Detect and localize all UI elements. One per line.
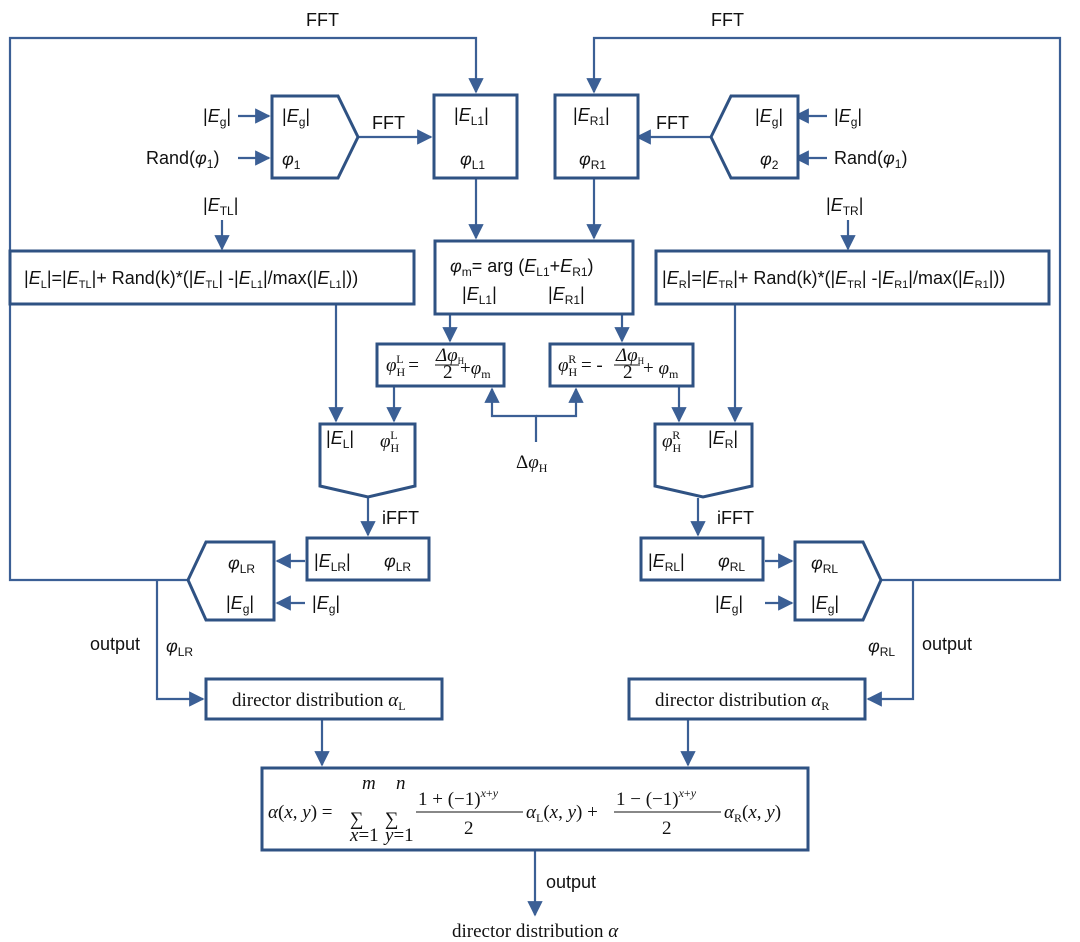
elr-box (305, 536, 431, 582)
output-right (866, 580, 915, 707)
svg-text:|Eg|: |Eg| (282, 106, 310, 129)
svg-text:|Eg|: |Eg| (203, 106, 231, 129)
svg-text:2: 2 (662, 818, 672, 839)
rand-k-left: Rand(k) (112, 268, 176, 288)
right-combine-block (653, 422, 754, 499)
alpha-sum-box (260, 766, 810, 852)
rl-output-block (793, 540, 883, 622)
svg-text:m: m (362, 773, 376, 794)
director-left-box (204, 677, 444, 721)
fft-label-right: FFT (656, 113, 689, 133)
svg-text:φHR: φHR (662, 428, 682, 455)
output-label-final: output (546, 872, 596, 892)
svg-text:|Eg|: |Eg| (834, 106, 862, 129)
left-merge-block (270, 94, 360, 180)
output-left (155, 580, 205, 707)
svg-text:director distribution α: director distribution α (452, 921, 619, 942)
svg-text:αL(x, y) +: αL(x, y) + (526, 802, 598, 825)
feedback-loop-right (586, 36, 1062, 582)
el-update-box (8, 249, 416, 306)
svg-text:director distribution αL: director distribution αL (232, 690, 406, 713)
el1-box (432, 93, 519, 180)
svg-text:φHR = -: φHR = - (558, 352, 603, 379)
svg-text:2: 2 (464, 818, 474, 839)
left-combine-block (318, 422, 417, 499)
svg-text:2: 2 (443, 362, 453, 383)
ifft-label-left: iFFT (382, 508, 419, 528)
svg-text:∑: ∑ (385, 809, 399, 830)
erl-box (639, 536, 765, 582)
lr-output-block (186, 540, 276, 622)
svg-text:|ER|: |ER| (708, 428, 738, 451)
svg-text:ΔφH: ΔφH (615, 345, 645, 366)
feedback-loop-left (8, 36, 484, 582)
phim-box (433, 239, 635, 316)
phihl-box (375, 342, 506, 388)
svg-text:ΔφH: ΔφH (435, 345, 465, 366)
svg-text:φRL: φRL (868, 636, 895, 659)
director-right-label: director distribution (655, 690, 807, 711)
svg-text:α(x, y) =: α(x, y) = (268, 802, 332, 823)
svg-text:y=1: y=1 (383, 825, 414, 846)
delta-phih-bracket-right (536, 387, 584, 418)
svg-text:|Eg|: |Eg| (715, 593, 743, 616)
rand-k-right: Rand(k) (753, 268, 817, 288)
svg-text:|Eg|: |Eg| (811, 593, 839, 616)
svg-text:director distribution αR: director distribution αR (655, 690, 829, 713)
svg-text:|ER|=|ETR|+ Rand(k)*(|ETR| -|E: |ER|=|ETR|+ Rand(k)*(|ETR| -|ER1|/max(|E… (662, 268, 1005, 291)
svg-text:n: n (396, 773, 406, 794)
svg-text:φm= arg (EL1+ER1): φm= arg (EL1+ER1) (450, 256, 594, 279)
svg-text:|EL|=|ETL|+ Rand(k)*(|ETL| -|E: |EL|=|ETL|+ Rand(k)*(|ETL| -|EL1|/max(|E… (24, 268, 358, 291)
svg-text:|EL|: |EL| (326, 428, 354, 451)
fft-label-top-left: FFT (306, 10, 339, 30)
ifft-label-right: iFFT (717, 508, 754, 528)
er1-box (553, 93, 640, 180)
right-merge-block (709, 94, 800, 180)
svg-text:αR(x, y): αR(x, y) (724, 802, 781, 825)
svg-text:|Eg|: |Eg| (226, 593, 254, 616)
output-label-right: output (922, 634, 972, 654)
director-left-label: director distribution (232, 690, 384, 711)
svg-text:x=1: x=1 (349, 825, 379, 846)
output-label-left: output (90, 634, 140, 654)
svg-text:|ETR|: |ETR| (826, 195, 863, 218)
svg-text:|ETL|: |ETL| (203, 195, 238, 218)
svg-text:2: 2 (623, 362, 633, 383)
svg-text:Rand(φ1): Rand(φ1) (146, 148, 219, 171)
director-final-label: director distribution (452, 921, 604, 942)
svg-text:|Eg|: |Eg| (312, 593, 340, 616)
delta-phih-bracket (484, 387, 538, 442)
er-update-box (654, 249, 1051, 306)
svg-text:φHL =: φHL = (386, 352, 419, 379)
svg-text:Rand(φ1): Rand(φ1) (834, 148, 907, 171)
svg-text:φHL: φHL (380, 428, 400, 455)
svg-text:∑: ∑ (350, 809, 364, 830)
director-right-box (627, 677, 867, 721)
svg-text:ΔφH: ΔφH (516, 452, 548, 475)
fft-label-left: FFT (372, 113, 405, 133)
fft-label-top-right: FFT (711, 10, 744, 30)
svg-text:φLR: φLR (166, 636, 193, 659)
svg-text:|Eg|: |Eg| (755, 106, 783, 129)
